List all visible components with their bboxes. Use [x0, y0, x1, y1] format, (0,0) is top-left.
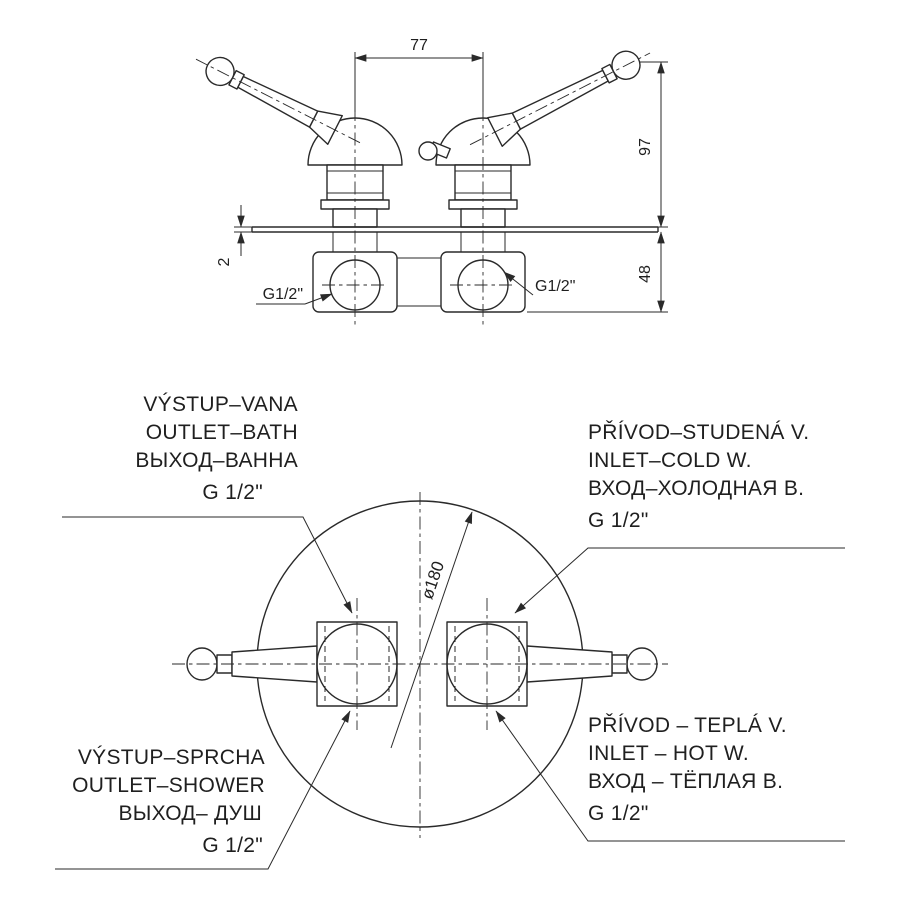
- callout-outlet-bath-leader: [62, 516, 353, 614]
- callout-inlet-hot-leader: [495, 710, 845, 842]
- port-label-right: G1/2": [503, 271, 575, 296]
- callout-inlet-hot-line3: ВХОД – ТЁПЛАЯ В.: [588, 770, 783, 793]
- handle-right: [469, 50, 651, 147]
- dim-plate-label: 2: [216, 257, 233, 266]
- dimension-depth: 48: [527, 231, 668, 313]
- callout-outlet-shower: VÝSTUP–SPRCHA OUTLET–SHOWER ВЫХОД– ДУШ G…: [55, 710, 351, 870]
- callout-outlet-bath-line2: OUTLET–BATH: [146, 421, 298, 444]
- callout-outlet-bath-line1: VÝSTUP–VANA: [143, 393, 298, 416]
- dim-height-label: 97: [637, 138, 654, 156]
- callout-inlet-cold-line4: G 1/2": [588, 509, 649, 532]
- handle-right-centerline: [469, 52, 651, 146]
- callout-inlet-hot-line2: INLET – HOT W.: [588, 742, 749, 765]
- callout-outlet-bath-line4: G 1/2": [202, 481, 263, 504]
- side-view: 77 97 48 2 G1/2" G1: [195, 37, 668, 326]
- port-right-label: G1/2": [535, 278, 575, 295]
- callout-outlet-shower-line4: G 1/2": [202, 834, 263, 857]
- callout-inlet-hot-line4: G 1/2": [588, 802, 649, 825]
- front-valve-left: [186, 621, 398, 707]
- dim-width-label: 77: [410, 37, 428, 54]
- port-label-left: G1/2": [256, 286, 333, 305]
- callout-outlet-shower-line1: VÝSTUP–SPRCHA: [78, 746, 265, 769]
- front-view: ø180 VÝSTUP–VANA OUTLET–BATH ВЫХОД–ВАННА…: [55, 393, 845, 870]
- callout-inlet-hot: PŘÍVOD – TEPLÁ V. INLET – HOT W. ВХОД – …: [495, 710, 845, 842]
- callout-inlet-cold-line3: ВХОД–ХОЛОДНАЯ В.: [588, 477, 804, 500]
- callout-outlet-shower-line3: ВЫХОД– ДУШ: [118, 802, 262, 825]
- handle-left-centerline: [195, 58, 361, 144]
- wall-plate: [251, 226, 659, 233]
- callout-inlet-cold-line2: INLET–COLD W.: [588, 449, 752, 472]
- callout-inlet-hot-line1: PŘÍVOD – TEPLÁ V.: [588, 714, 787, 737]
- callout-inlet-cold-leader: [514, 547, 845, 614]
- diverter-knob: [418, 141, 438, 161]
- dimension-plate-thickness: 2: [216, 205, 252, 266]
- callout-outlet-shower-line2: OUTLET–SHOWER: [72, 774, 265, 797]
- dim-depth-label: 48: [637, 265, 654, 283]
- dimension-width: 77: [354, 37, 484, 112]
- callout-outlet-shower-leader: [55, 710, 351, 870]
- port-left-label: G1/2": [263, 286, 303, 303]
- callout-outlet-bath-line3: ВЫХОД–ВАННА: [135, 449, 298, 472]
- handle-left: [195, 56, 361, 145]
- callout-inlet-cold-line1: PŘÍVOD–STUDENÁ V.: [588, 421, 809, 444]
- callout-inlet-cold: PŘÍVOD–STUDENÁ V. INLET–COLD W. ВХОД–ХОЛ…: [514, 421, 845, 614]
- concealed-body: [312, 232, 526, 313]
- dimension-height: 97: [637, 61, 668, 228]
- callout-outlet-bath: VÝSTUP–VANA OUTLET–BATH ВЫХОД–ВАННА G 1/…: [62, 393, 353, 614]
